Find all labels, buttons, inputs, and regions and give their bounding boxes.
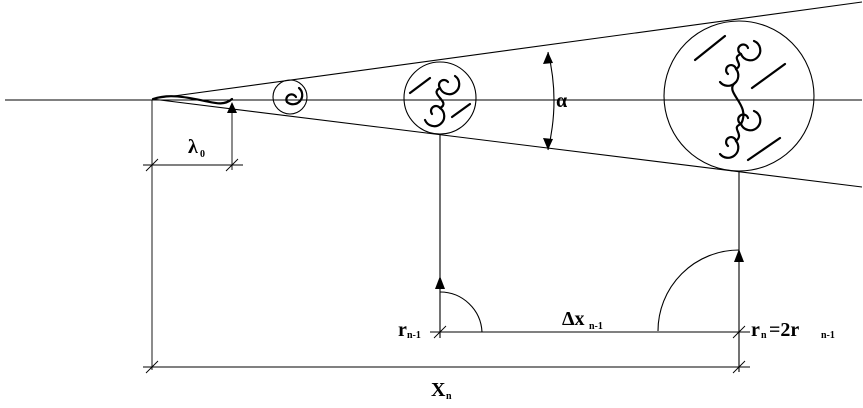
large-vortex-streak-2 [750,62,787,90]
delta-tick-right [732,325,746,339]
lambda-tick-left [145,158,159,172]
r-prev-quarter-arc [439,291,483,333]
medium-vortex-swirl-top [437,74,461,96]
large-vortex-swirl-1 [737,39,762,62]
large-vortex-link-1 [734,52,743,71]
xn-tick-left [145,360,159,374]
lambda-subscript: 0 [200,149,205,160]
medium-vortex-s-link [435,86,445,110]
large-vortex-streak-3 [746,136,782,162]
alpha-arrow-top [543,52,553,64]
medium-vortex-streak-left [408,76,432,95]
rn-equation-subscript: n-1 [821,330,835,341]
rn-quarter-arc [657,249,740,332]
r-prev-subscript: n-1 [407,330,421,341]
r-prev-label: r [398,319,407,341]
lambda-arrow [227,102,237,113]
alpha-arrow-bottom [543,138,553,150]
lambda-tick-right [225,158,239,172]
wedge-upper-ray [151,1,863,100]
lambda-label: λ [188,136,198,158]
alpha-label: α [556,90,567,112]
rn-subscript: n [761,330,767,341]
rn-equation: =2r [769,319,799,341]
large-vortex-link-2 [731,80,745,126]
medium-vortex-streak-right [450,102,472,119]
delta-label: Δx [562,308,585,330]
rn-arrow [734,249,744,262]
delta-subscript: n-1 [589,321,603,332]
rn-label: r [751,319,760,341]
initial-wave [151,95,234,105]
delta-tick-left [433,325,447,339]
medium-vortex [403,61,477,135]
large-vortex [663,20,815,172]
large-vortex-link-3 [734,122,743,143]
small-vortex [272,79,308,115]
xn-tick-right [732,360,746,374]
large-vortex-streak-1 [693,34,727,62]
r-prev-arrow [435,276,445,289]
xn-subscript: n [446,391,452,402]
medium-vortex-swirl-bottom [423,104,446,128]
alpha-arc [547,51,555,151]
small-vortex-swirl [285,86,304,106]
small-vortex-circle [272,79,308,115]
wedge-lower-ray [151,98,863,188]
xn-label: X [431,379,446,401]
